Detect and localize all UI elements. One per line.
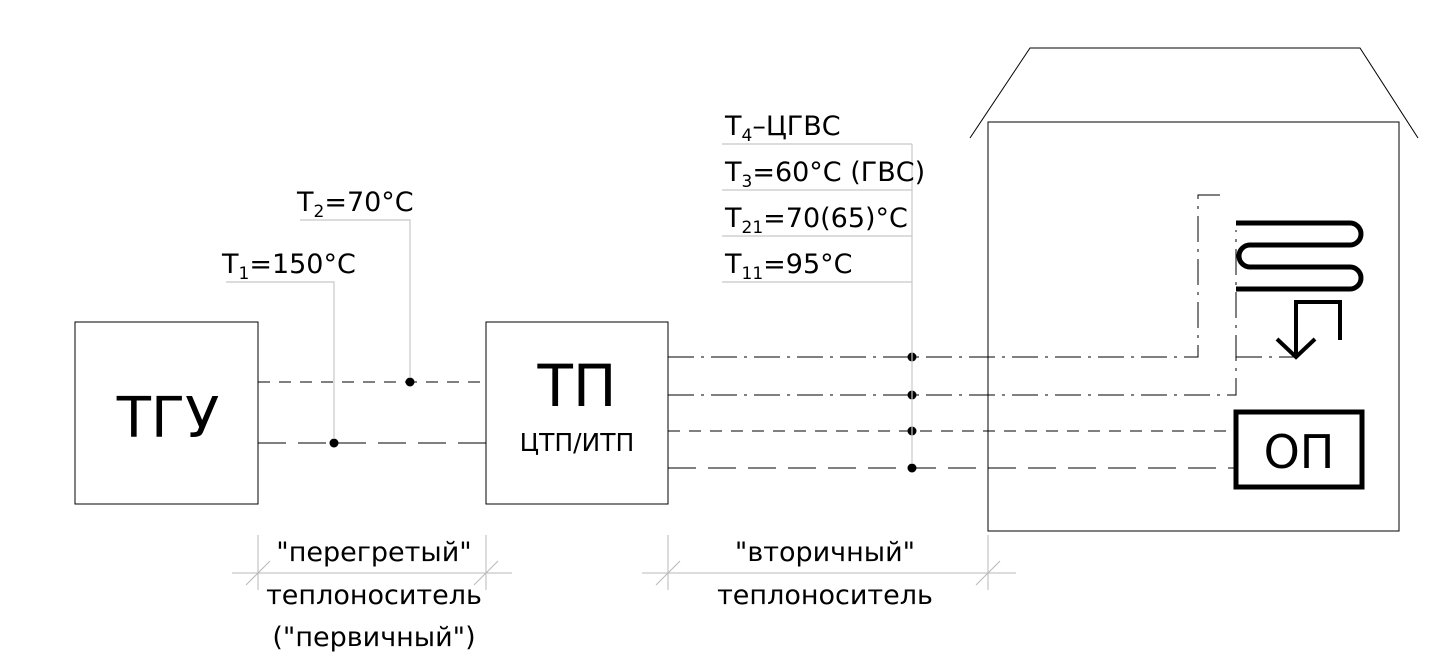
t3-symbol: T (724, 157, 742, 188)
primary-leaders (226, 219, 411, 439)
secondary-pipes (668, 194, 1296, 473)
substation-box (485, 321, 669, 505)
t2-value: =70°C (324, 187, 413, 218)
t3-label: T3=60°C (ГВС) (724, 157, 925, 192)
t11-symbol: T (724, 249, 742, 280)
substation-subtitle: ЦТП/ИТП (520, 428, 635, 457)
primary-caption-line2: теплоноситель (266, 580, 482, 611)
t2-symbol: T (296, 187, 314, 218)
primary-return-node (405, 377, 415, 387)
t11-label: T11=95°C (724, 249, 852, 284)
source-unit-box (74, 321, 259, 505)
secondary-leaders (722, 143, 913, 464)
secondary-caption-line2: теплоноситель (717, 580, 933, 611)
consumer-unit: ОП (1233, 409, 1365, 490)
t11-value: =95°C (763, 249, 852, 280)
primary-caption-line1: "перегретый" (276, 537, 471, 568)
t3-value: =60°C (ГВС) (752, 157, 925, 188)
consumer-unit-label: ОП (1264, 425, 1335, 479)
source-unit-label: ТГУ (116, 386, 219, 451)
t1-label: T1=150°C (221, 249, 356, 284)
t4-value: –ЦГВС (752, 111, 840, 142)
primary-caption-line3: ("первичный") (272, 622, 475, 653)
t1-symbol: T (221, 249, 239, 280)
t21-value: =70(65)°C (763, 203, 908, 234)
building (969, 47, 1419, 532)
secondary-caption-line1: "вторичный" (735, 537, 915, 568)
radiator-coil-icon (1236, 220, 1364, 292)
t11-subscript: 11 (742, 264, 764, 284)
primary-caption: "перегретый" теплоноситель ("первичный") (266, 537, 482, 653)
substation: ТП ЦТП/ИТП (485, 321, 669, 505)
faucet-icon (1275, 300, 1342, 360)
t4-symbol: T (724, 111, 742, 142)
t21-label: T21=70(65)°C (724, 203, 908, 238)
t3-subscript: 3 (742, 172, 753, 192)
source-unit: ТГУ (74, 321, 259, 505)
t2-label: T2=70°C (296, 187, 414, 222)
t11-node (907, 463, 917, 473)
consumer-unit-box (1233, 409, 1365, 490)
building-roof (969, 47, 1419, 139)
t21-symbol: T (724, 203, 742, 234)
t2-subscript: 2 (314, 202, 325, 222)
t4-label: T4–ЦГВС (724, 111, 841, 146)
t21-subscript: 21 (742, 218, 764, 238)
primary-dimension (232, 535, 512, 590)
t1-subscript: 1 (239, 264, 250, 284)
t4-subscript: 4 (742, 126, 753, 146)
secondary-dimension (642, 535, 1016, 590)
primary-pipes (258, 377, 486, 448)
substation-title: ТП (536, 352, 616, 420)
dhw-circulation-pipe (668, 194, 1226, 358)
secondary-caption: "вторичный" теплоноситель (717, 537, 933, 611)
t1-value: =150°C (249, 249, 356, 280)
dhw-supply-pipe (668, 230, 1237, 396)
building-wall (987, 121, 1400, 532)
primary-supply-node (329, 438, 339, 448)
